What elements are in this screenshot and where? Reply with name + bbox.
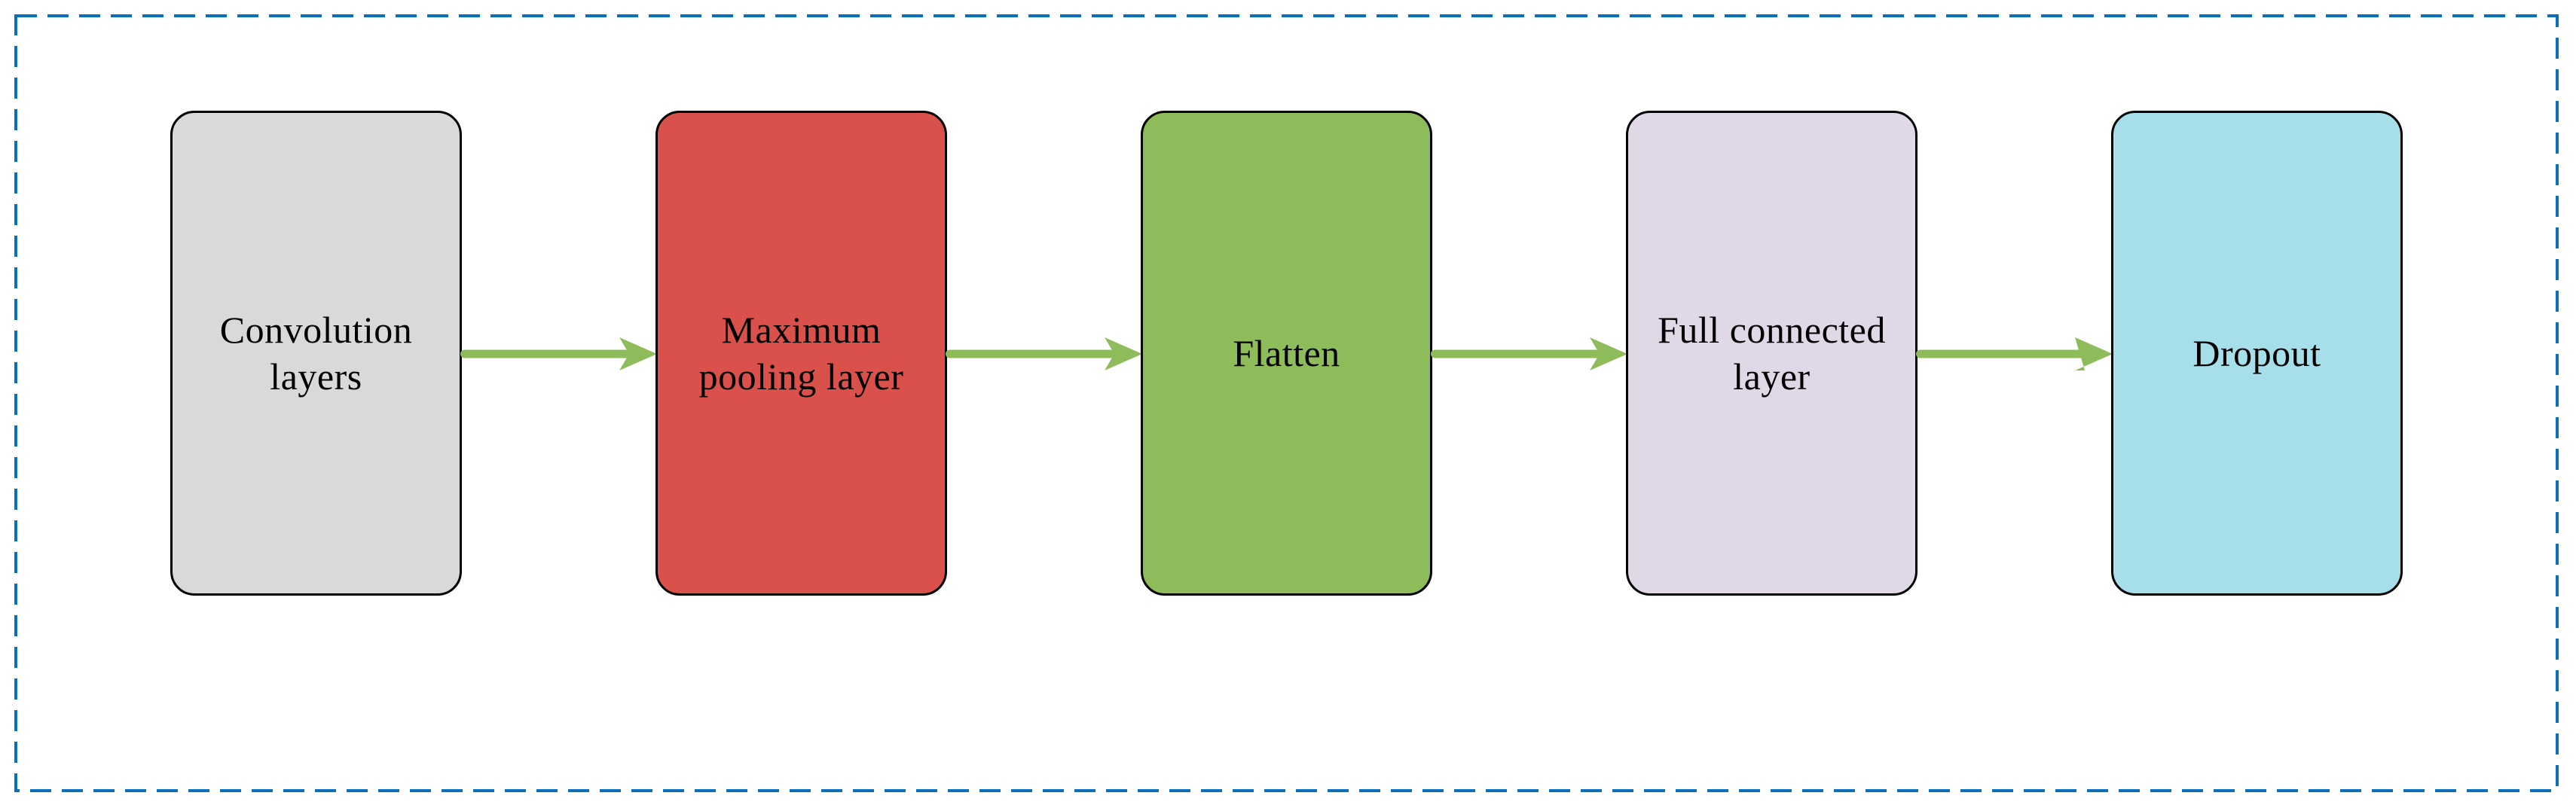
node-label-convolution-layers: Convolution layers — [219, 309, 413, 398]
node-label-maximum-pooling-layer: Maximum pooling layer — [698, 309, 904, 398]
arrow-head — [2075, 337, 2113, 370]
arrow-head — [1590, 337, 1627, 370]
arrow-shaft — [946, 349, 1115, 358]
node-maximum-pooling-layer: Maximum pooling layer — [655, 111, 947, 596]
arrow-shaft — [1431, 349, 1600, 358]
arrow-right-icon — [460, 337, 657, 370]
arrow-head — [619, 337, 657, 370]
arrow-right-icon — [1916, 337, 2113, 370]
arrow-shaft — [460, 349, 630, 358]
node-dropout: Dropout — [2111, 111, 2403, 596]
arrow-head — [1105, 337, 1142, 370]
node-label-flatten: Flatten — [1233, 332, 1340, 374]
node-label-full-connected-layer: Full connected layer — [1658, 309, 1886, 398]
arrow-shaft — [1916, 349, 2086, 358]
node-convolution-layers: Convolution layers — [170, 111, 462, 596]
node-flatten: Flatten — [1141, 111, 1432, 596]
node-full-connected-layer: Full connected layer — [1626, 111, 1917, 596]
node-label-dropout: Dropout — [2193, 332, 2321, 374]
arrow-right-icon — [1431, 337, 1627, 370]
arrow-right-icon — [946, 337, 1142, 370]
